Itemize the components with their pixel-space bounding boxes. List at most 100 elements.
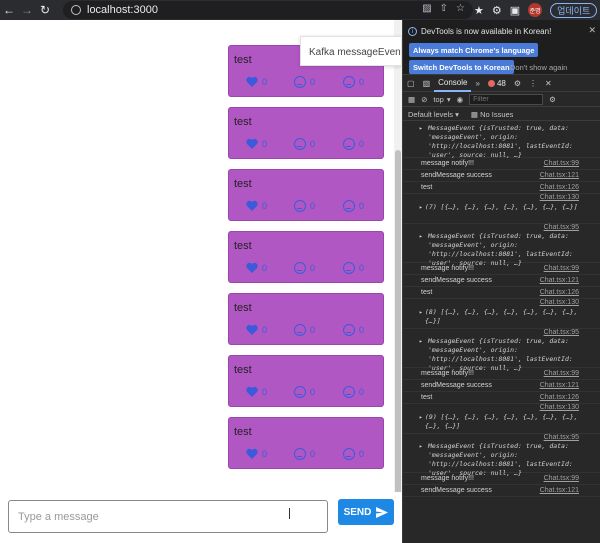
update-button[interactable]: 업데이트: [550, 2, 598, 18]
source-link[interactable]: Chat.tsx:121: [539, 487, 579, 494]
expand-arrow-icon[interactable]: ▸: [419, 309, 423, 316]
heart-icon: [246, 386, 258, 397]
close-devtools-icon[interactable]: ✕: [545, 79, 552, 88]
send-button[interactable]: SEND: [338, 499, 394, 525]
issues-indicator[interactable]: ▦ No Issues: [471, 110, 514, 119]
source-link[interactable]: Chat.tsx:99: [543, 475, 579, 482]
laugh-reaction[interactable]: 0: [343, 448, 364, 460]
sidebar-icon[interactable]: ▣: [509, 4, 521, 17]
message-event-object[interactable]: MessageEvent {isTrusted: true, data: 'me…: [428, 232, 573, 267]
happy-reaction[interactable]: 0: [294, 76, 315, 88]
source-link[interactable]: Chat.tsx:99: [543, 160, 579, 167]
default-levels-dropdown[interactable]: Default levels ▾: [408, 109, 459, 119]
array-object[interactable]: (9) [{…}, {…}, {…}, {…}, {…}, {…}, {…}, …: [425, 413, 578, 430]
happy-reaction[interactable]: 0: [294, 200, 315, 212]
more-options-icon[interactable]: ⋮: [529, 79, 538, 88]
source-link[interactable]: Chat.tsx:126: [539, 394, 579, 401]
message-event-object[interactable]: MessageEvent {isTrusted: true, data: 'me…: [428, 442, 573, 477]
address-bar[interactable]: localhost:3000 ▨ ⇧ ☆: [63, 1, 473, 19]
expand-arrow-icon[interactable]: ▸: [419, 414, 423, 421]
laugh-reaction[interactable]: 0: [343, 324, 364, 336]
heart-icon: [246, 76, 258, 87]
message-event-object[interactable]: MessageEvent {isTrusted: true, data: 'me…: [428, 337, 573, 372]
forward-icon[interactable]: →: [21, 3, 33, 17]
happy-reaction[interactable]: 0: [294, 324, 315, 336]
message-event-object[interactable]: MessageEvent {isTrusted: true, data: 'me…: [428, 124, 573, 159]
dont-show-again-link[interactable]: Don't show again: [510, 63, 568, 72]
like-reaction[interactable]: 0: [246, 76, 267, 87]
heart-icon: [246, 200, 258, 211]
back-icon[interactable]: ←: [3, 3, 15, 17]
profile-avatar[interactable]: 준명: [528, 3, 543, 17]
device-icon[interactable]: ▧: [422, 79, 431, 88]
live-expression-icon[interactable]: ◉: [456, 95, 464, 104]
switch-korean-button[interactable]: Switch DevTools to Korean: [409, 60, 514, 74]
like-reaction[interactable]: 0: [246, 200, 267, 211]
context-select[interactable]: top ▾: [433, 95, 450, 104]
expand-arrow-icon[interactable]: ▸: [419, 338, 423, 345]
source-link[interactable]: Chat.tsx:99: [543, 370, 579, 377]
array-object[interactable]: (7) [{…}, {…}, {…}, {…}, {…}, {…}, {…}]: [425, 203, 578, 211]
like-reaction[interactable]: 0: [246, 386, 267, 397]
message-input[interactable]: [8, 500, 328, 533]
filter-input[interactable]: [469, 94, 544, 105]
happy-reaction[interactable]: 0: [294, 138, 315, 150]
share-icon[interactable]: ⇧: [439, 3, 449, 14]
scrollbar[interactable]: [394, 20, 402, 543]
laugh-reaction[interactable]: 0: [343, 200, 364, 212]
source-link[interactable]: Chat.tsx:95: [543, 329, 579, 336]
match-language-button[interactable]: Always match Chrome's language: [409, 43, 539, 57]
settings-gear-icon[interactable]: ⚙: [513, 79, 522, 88]
like-reaction[interactable]: 0: [246, 448, 267, 459]
expand-arrow-icon[interactable]: ▸: [419, 204, 423, 211]
close-icon[interactable]: ✕: [588, 25, 596, 35]
sidebar-toggle-icon[interactable]: ▦: [408, 95, 416, 104]
bookmark-star-icon[interactable]: ☆: [456, 3, 465, 14]
laugh-reaction[interactable]: 0: [343, 262, 364, 274]
expand-arrow-icon[interactable]: ▸: [419, 233, 423, 240]
reload-icon[interactable]: ↻: [39, 3, 51, 17]
inspect-icon[interactable]: ▢: [407, 79, 415, 88]
like-reaction[interactable]: 0: [246, 138, 267, 149]
source-link[interactable]: Chat.tsx:95: [543, 224, 579, 231]
source-link[interactable]: Chat.tsx:121: [539, 172, 579, 179]
scroll-thumb[interactable]: [395, 150, 401, 510]
expand-arrow-icon[interactable]: ▸: [419, 125, 423, 132]
source-link[interactable]: Chat.tsx:99: [543, 265, 579, 272]
happy-reaction[interactable]: 0: [294, 262, 315, 274]
source-link[interactable]: Chat.tsx:126: [539, 289, 579, 296]
source-link[interactable]: Chat.tsx:126: [539, 184, 579, 191]
like-reaction[interactable]: 0: [246, 324, 267, 335]
error-badge[interactable]: 48: [484, 76, 510, 92]
source-link[interactable]: Chat.tsx:130: [539, 299, 579, 306]
laugh-reaction[interactable]: 0: [343, 386, 364, 398]
console-prompt-caret[interactable]: ›: [411, 540, 414, 543]
tab-console[interactable]: Console: [434, 76, 472, 92]
clear-console-icon[interactable]: ⊘: [421, 95, 428, 104]
error-icon: [487, 80, 495, 87]
happy-reaction[interactable]: 0: [294, 386, 315, 398]
heart-icon: [246, 262, 258, 273]
source-link[interactable]: Chat.tsx:121: [539, 277, 579, 284]
console-entry: message notify!!!Chat.tsx:99: [403, 158, 600, 170]
source-link[interactable]: Chat.tsx:95: [543, 434, 579, 441]
laugh-reaction[interactable]: 0: [343, 138, 364, 150]
more-tabs-icon[interactable]: »: [475, 79, 480, 88]
browser-toolbar: ← → ↻ localhost:3000 ▨ ⇧ ☆ ★ ⚙ ▣ 준명 업데이트: [0, 0, 600, 20]
laugh-reaction[interactable]: 0: [343, 76, 364, 88]
source-link[interactable]: Chat.tsx:130: [539, 194, 579, 201]
laugh-count: 0: [359, 325, 365, 335]
array-object[interactable]: (8) [{…}, {…}, {…}, {…}, {…}, {…}, {…}, …: [425, 308, 578, 325]
console-settings-icon[interactable]: ⚙: [549, 95, 556, 104]
install-app-icon[interactable]: ▨: [422, 3, 432, 14]
like-reaction[interactable]: 0: [246, 262, 267, 273]
expand-arrow-icon[interactable]: ▸: [419, 443, 423, 450]
source-link[interactable]: Chat.tsx:130: [539, 404, 579, 411]
extensions-icon[interactable]: ★: [474, 4, 484, 17]
source-link[interactable]: Chat.tsx:121: [539, 382, 579, 389]
happy-reaction[interactable]: 0: [294, 448, 315, 460]
customize-icon[interactable]: ⚙: [491, 4, 502, 17]
site-info-icon[interactable]: [71, 5, 81, 15]
devtools-panel: i DevTools is now available in Korean! ✕…: [402, 20, 600, 543]
